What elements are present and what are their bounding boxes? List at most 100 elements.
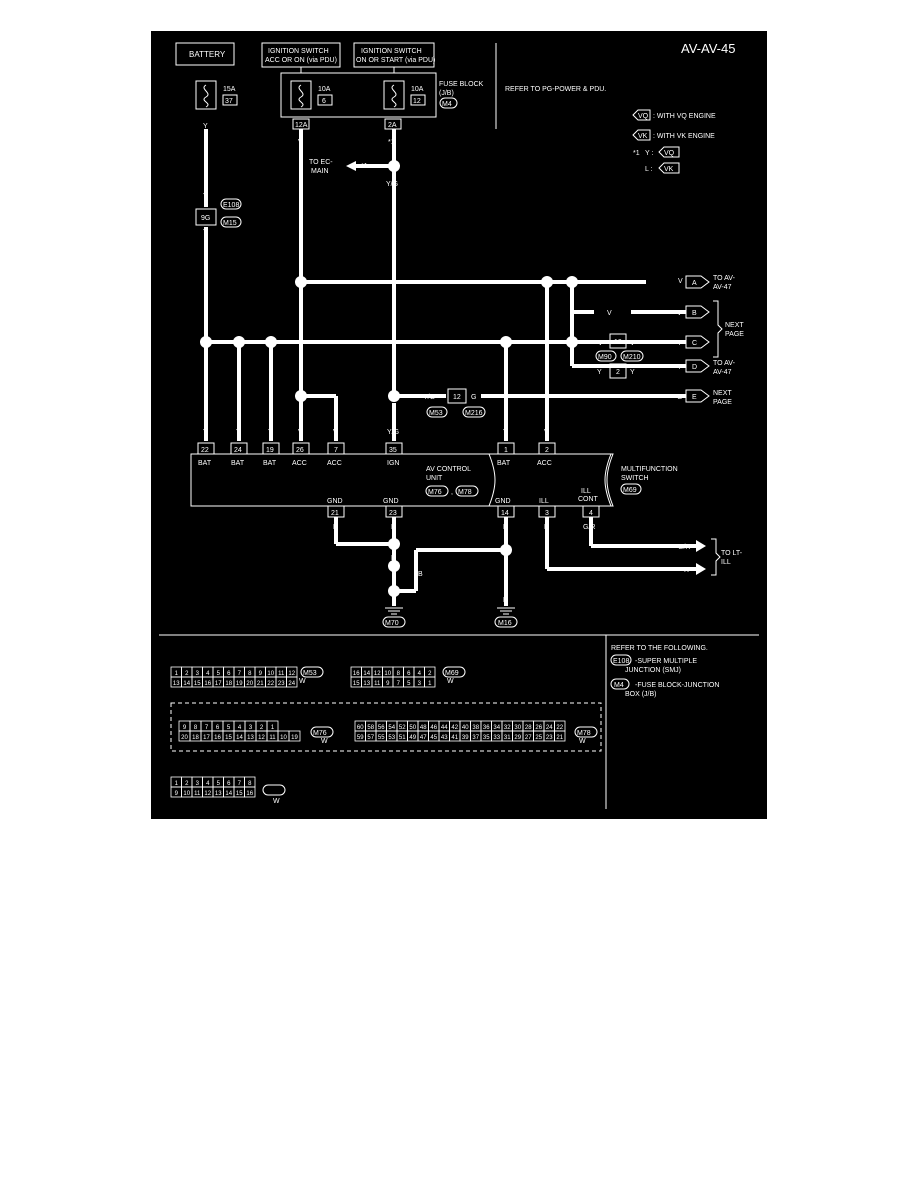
m53-face-pin: 13 [173, 681, 180, 687]
svg-text:B: B [333, 524, 338, 531]
m53-face-pin: 22 [267, 681, 274, 687]
m78-face-pin: 60 [357, 725, 364, 731]
svg-text:G/R: G/R [678, 544, 690, 551]
svg-text:BAT: BAT [263, 460, 277, 467]
svg-text:35: 35 [389, 447, 397, 454]
w-y-c2: Y [630, 369, 635, 376]
svg-text:M78: M78 [577, 730, 591, 737]
vq-symbol-text: VQ [638, 113, 649, 120]
page-id: AV-AV-45 [681, 41, 735, 56]
fuse-6-num: 6 [322, 98, 326, 105]
offpage-d: D [685, 359, 710, 373]
m78-face-pin: 27 [525, 735, 532, 741]
to-ec-1: TO EC- [309, 159, 333, 166]
vk-symbol-text: VK [638, 133, 648, 140]
m78-face-pin: 25 [535, 735, 542, 741]
fuse-6-num-box [317, 94, 333, 106]
svg-text:V: V [544, 429, 549, 436]
to-lt-2: ILL [721, 559, 731, 566]
svg-text:M4: M4 [614, 682, 624, 689]
m215-face-pin: 11 [194, 791, 201, 797]
w-star-1: *1 [388, 139, 395, 146]
m78-face-pin: 59 [357, 735, 364, 741]
svg-text:Y: Y [503, 429, 508, 436]
m53-face-pin: 24 [288, 681, 295, 687]
svg-text:7: 7 [334, 447, 338, 454]
w-v-bb: V [677, 310, 682, 317]
m76-face-pin: 14 [236, 735, 243, 741]
svg-text:M69: M69 [445, 670, 459, 677]
m78-face-pin: 34 [493, 725, 500, 731]
svg-text:BAT: BAT [198, 460, 212, 467]
svg-text:W: W [273, 798, 280, 805]
m53-face-pin: 20 [246, 681, 253, 687]
next-page-e-2: PAGE [713, 399, 732, 406]
to-av47-d-1: TO AV- [713, 360, 736, 367]
m215-face-pin: 9 [175, 791, 179, 797]
svg-text:B: B [503, 597, 508, 604]
refer-title: REFER TO THE FOLLOWING. [611, 645, 708, 652]
w-y-c1: Y [597, 369, 602, 376]
svg-text:W: W [447, 678, 454, 685]
m78-face-pin: 51 [399, 735, 406, 741]
av-unit-name-2: UNIT [426, 475, 443, 482]
refer-e108-1: -SUPER MULTIPLE [635, 658, 697, 665]
svg-text:Y: Y [268, 429, 273, 436]
m76-face-pin: 17 [203, 735, 210, 741]
m78-face-pin: 31 [504, 735, 511, 741]
svg-text:B: B [418, 571, 423, 578]
m78-face-pin: 42 [451, 725, 458, 731]
svg-text:R: R [684, 567, 689, 574]
ign-acc-label-1: IGNITION SWITCH [268, 48, 329, 55]
m53-face-pin: 6 [227, 671, 231, 677]
svg-text:ILL: ILL [539, 498, 549, 505]
star-vk: VK [664, 166, 674, 173]
m76-face-cell [288, 730, 301, 742]
m53-face-pin: 19 [236, 681, 243, 687]
m215-face-pin: 6 [227, 781, 231, 787]
offpage-e: E [685, 389, 710, 403]
svg-text:M76: M76 [313, 730, 327, 737]
m215-face-pin: 7 [238, 781, 242, 787]
svg-text:BAT: BAT [497, 460, 511, 467]
m53-face-pin: 4 [206, 671, 210, 677]
fuse-block-label-1: FUSE BLOCK [439, 81, 484, 88]
m69-face-pin: 16 [353, 671, 360, 677]
m76-face-pin: 2 [260, 725, 264, 731]
svg-text:23: 23 [389, 510, 397, 517]
m215-face-pin: 3 [196, 781, 200, 787]
to-av47-a-1: TO AV- [713, 275, 736, 282]
m76-face-pin: 13 [247, 735, 254, 741]
m78-face-pin: 23 [546, 735, 553, 741]
w-y-3: Y [203, 229, 208, 236]
w-y-1: Y [203, 123, 208, 130]
m78-face-pin: 29 [514, 735, 521, 741]
fuse-37-num: 37 [225, 98, 233, 105]
m78-face-pin: 36 [483, 725, 490, 731]
m69-face-pin: 8 [397, 671, 401, 677]
svg-text:B: B [503, 524, 508, 531]
m215-face-pin: 14 [225, 791, 232, 797]
junction-dots [200, 160, 578, 597]
svg-text:Y/G: Y/G [387, 429, 399, 436]
star-vq: VQ [664, 150, 675, 157]
m69-face-pin: 13 [363, 681, 370, 687]
fuse-12-amp: 10A [411, 86, 424, 93]
m78-face-pin: 54 [388, 725, 395, 731]
m78-face-pin: 50 [409, 725, 416, 731]
av-unit-name-1: AV CONTROL [426, 466, 471, 473]
fuse-37-num-box [222, 94, 238, 106]
w-y-2: Y [203, 193, 208, 200]
m76-face-pin: 16 [214, 735, 221, 741]
svg-text:ACC: ACC [327, 460, 342, 467]
w-yg-1: Y/G [386, 181, 398, 188]
m76-face-pin: 7 [205, 725, 209, 731]
ground-m70: M70 [382, 607, 406, 628]
fuse-37-amp: 15A [223, 86, 236, 93]
m76-face-pin: 1 [271, 725, 275, 731]
svg-text:2: 2 [545, 447, 549, 454]
m69-face-pin: 12 [374, 671, 381, 677]
svg-text:CONT: CONT [578, 496, 599, 503]
m78-face-pin: 56 [378, 725, 385, 731]
